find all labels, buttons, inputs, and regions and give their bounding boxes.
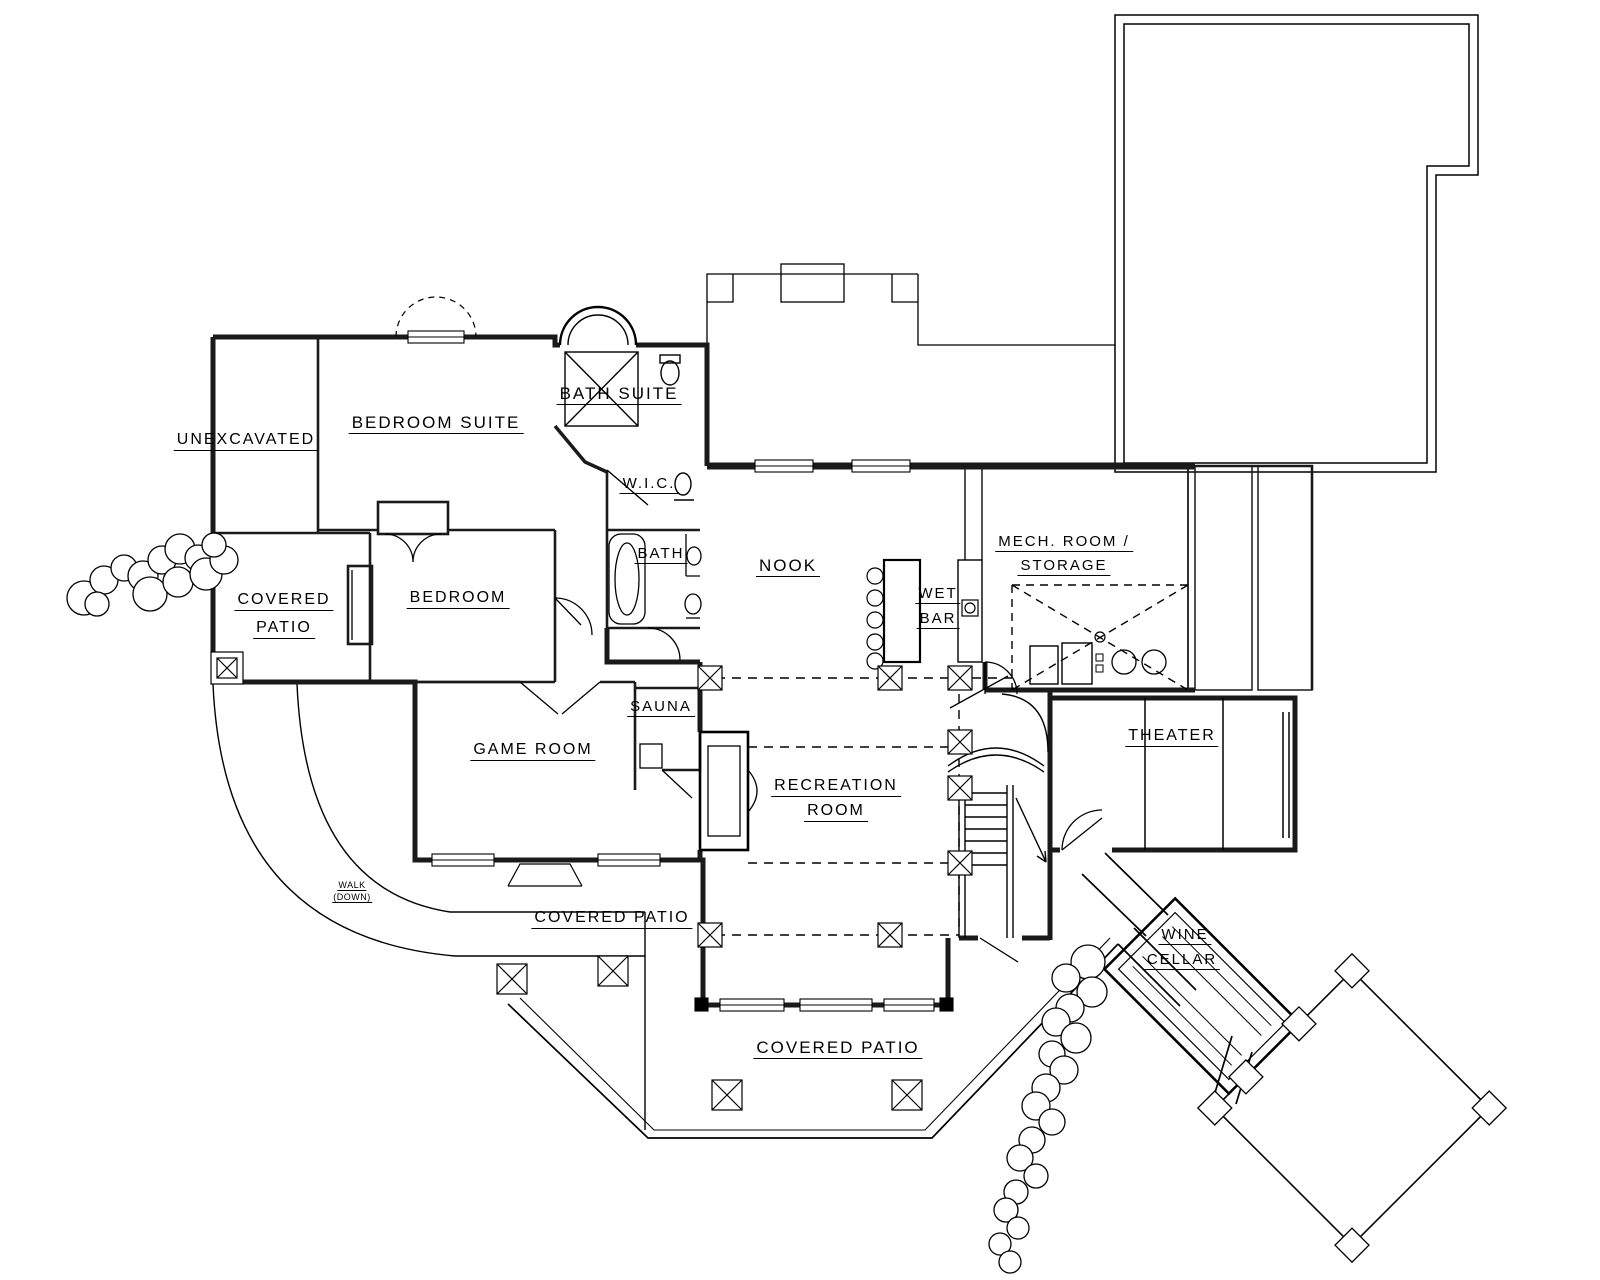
window — [754, 459, 814, 473]
deck-post — [1196, 1090, 1233, 1126]
sink — [686, 546, 702, 566]
garage-foundation-outline — [1114, 14, 1479, 473]
room-label-walk-line2: (DOWN) — [332, 892, 372, 904]
post — [877, 665, 903, 691]
room-label-covered-patio-left-1: COVERED — [234, 591, 334, 611]
upper-floor-outline — [706, 263, 1115, 347]
shower — [564, 351, 639, 427]
appliance — [1061, 642, 1093, 685]
window — [883, 998, 935, 1012]
post — [210, 651, 244, 685]
deck — [1196, 952, 1508, 1264]
room-label-bath-suite: BATH SUITE — [556, 385, 682, 405]
room-label-unexcavated: UNEXCAVATED — [173, 431, 319, 451]
bar-stool — [866, 633, 884, 651]
corridor-to-cellar — [1081, 852, 1253, 1105]
room-label-wine-cellar-line1: WINE — [1158, 927, 1212, 945]
fireplace — [698, 730, 758, 852]
room-label-bath: BATH — [634, 546, 688, 564]
bar-stool — [866, 652, 884, 670]
room-label-walk-line1: WALK — [337, 880, 367, 892]
room-label-theater: THEATER — [1125, 727, 1219, 747]
window — [431, 853, 495, 867]
sauna-door-leaf — [661, 769, 693, 799]
bathtub — [608, 533, 646, 625]
window — [719, 998, 785, 1012]
windows — [407, 330, 954, 1012]
seating-tiers — [1144, 698, 1224, 850]
room-label-wet-bar-line1: WET — [915, 586, 961, 604]
post — [891, 1079, 923, 1111]
deck-post — [1334, 1227, 1370, 1264]
theater-interior — [1144, 698, 1290, 850]
structural-posts — [210, 651, 973, 1111]
bar-stool — [866, 567, 884, 585]
room-label-game-room: GAME ROOM — [470, 741, 596, 761]
theater-screen — [1282, 712, 1290, 838]
room-label-bedroom-suite: BEDROOM SUITE — [348, 414, 524, 434]
secondary-walls — [213, 337, 1314, 790]
room-label-mech-room-line2: STORAGE — [1017, 558, 1111, 576]
room-label-mech-room-line1: MECH. ROOM / — [995, 534, 1133, 552]
room-label-covered-patio-left-2: PATIO — [253, 619, 315, 639]
post — [947, 775, 973, 801]
window — [597, 853, 661, 867]
toilet-2 — [674, 472, 692, 496]
water-heater — [1111, 649, 1137, 675]
post — [697, 922, 723, 948]
window — [799, 998, 873, 1012]
deck-post — [1471, 1090, 1508, 1126]
room-label-sauna: SAUNA — [627, 699, 695, 717]
room-label-bedroom: BEDROOM — [406, 589, 510, 609]
wet-bar — [866, 558, 983, 670]
theater-door — [1061, 809, 1103, 851]
bath-fixtures — [608, 533, 702, 661]
bath-door-arc — [647, 627, 681, 661]
wine-racks — [1132, 926, 1272, 1066]
wic-door-leaf — [606, 469, 649, 506]
room-label-nook: NOOK — [755, 557, 821, 577]
post — [496, 963, 528, 995]
room-label-wet-bar-line2: BAR — [916, 611, 960, 629]
bar-stool — [866, 611, 884, 629]
post — [597, 955, 629, 987]
curved-wall — [947, 747, 1045, 773]
room-label-recreation-line2: ROOM — [804, 802, 868, 822]
deck-post — [1281, 1005, 1317, 1042]
post — [947, 850, 973, 876]
stair-direction-arrow — [1015, 797, 1047, 863]
walkway-curves — [212, 683, 646, 1130]
appliance — [1029, 645, 1059, 685]
room-label-covered-patio-bottom: COVERED PATIO — [753, 1039, 923, 1059]
shrubs-bottom — [988, 944, 1108, 1274]
bar-stool — [866, 589, 884, 607]
toilet — [660, 360, 680, 386]
mech-room — [1011, 584, 1189, 691]
window — [407, 330, 465, 344]
window — [851, 459, 911, 473]
toilet-3 — [684, 593, 702, 615]
shrubs-left — [66, 532, 239, 617]
room-label-recreation-line1: RECREATION — [771, 777, 901, 797]
porch-step — [507, 863, 583, 887]
sauna-interior — [639, 743, 663, 769]
deck-post — [1228, 1058, 1264, 1095]
water-heater — [1141, 649, 1167, 675]
post — [697, 665, 723, 691]
deck-post — [1334, 952, 1370, 989]
bath-suite-fixtures — [558, 305, 694, 506]
sauna-bench — [639, 743, 663, 769]
room-label-wine-cellar-line2: CELLAR — [1143, 952, 1221, 970]
room-label-wic: W.I.C. — [619, 476, 679, 494]
mech-room-dashed-boundary — [1011, 584, 1189, 691]
game-room-double-door — [519, 681, 601, 715]
bottom-patio-boundary — [507, 937, 1119, 1139]
post — [947, 729, 973, 755]
room-label-covered-patio-mid: COVERED PATIO — [531, 909, 693, 929]
post — [947, 665, 973, 691]
bar-island — [882, 558, 922, 664]
post — [877, 922, 903, 948]
post — [711, 1079, 743, 1111]
